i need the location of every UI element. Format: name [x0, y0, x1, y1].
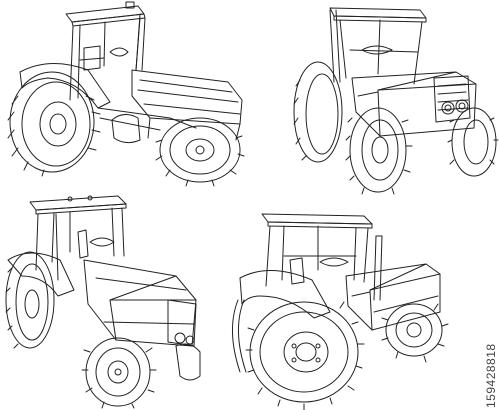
tractor-rear-left-view	[7, 1, 245, 187]
tractor-rear-right-view	[231, 213, 449, 410]
stock-id-label: 159428818	[484, 343, 498, 408]
tractor-front-left-view	[5, 195, 201, 409]
tractor-front-right-view	[293, 7, 499, 195]
